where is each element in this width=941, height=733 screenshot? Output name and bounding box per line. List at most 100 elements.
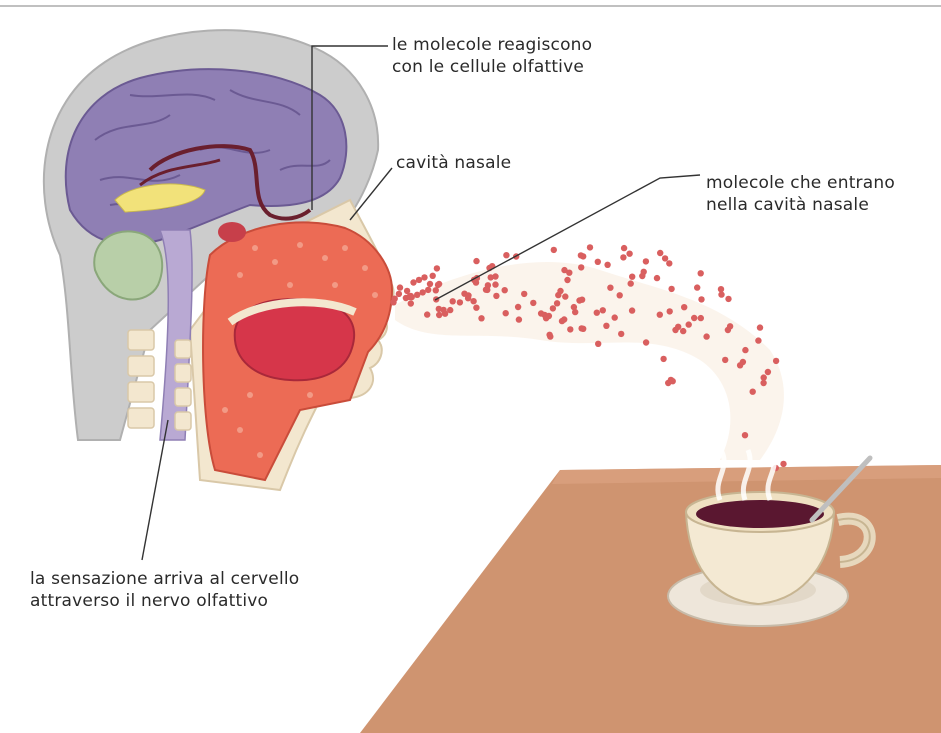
odor-molecule-dot [470, 298, 476, 304]
table-illustration [360, 465, 941, 733]
odor-molecule-dot [607, 285, 613, 291]
odor-molecule-dot [757, 324, 763, 330]
odor-molecule-dot [668, 286, 674, 292]
odor-molecule-dot [667, 308, 673, 314]
odor-molecule-dot [562, 293, 568, 299]
odor-molecule-dot [718, 291, 724, 297]
odor-molecule-dot [396, 291, 402, 297]
odor-molecule-dot [722, 357, 728, 363]
leader-line-sensazione [142, 420, 168, 560]
odor-molecule-dot [629, 307, 635, 313]
label-molecole-reagiscono-line1: le molecole reagiscono [392, 34, 592, 56]
odor-molecule-dot [755, 337, 761, 343]
odor-molecule-dot [492, 281, 498, 287]
odor-molecule-dot [503, 252, 509, 258]
odor-molecule-dot [473, 258, 479, 264]
odor-molecule-dot [703, 333, 709, 339]
odor-molecule-dot [617, 292, 623, 298]
odor-molecule-dot [566, 270, 572, 276]
odor-molecule-dot [594, 310, 600, 316]
odor-molecule-dot [546, 313, 552, 319]
odor-molecule-dot [478, 315, 484, 321]
odor-molecule-dot [654, 275, 660, 281]
odor-molecule-dot [408, 300, 414, 306]
odor-molecule-dot [628, 280, 634, 286]
odor-molecule-dot [530, 300, 536, 306]
odor-molecule-dot [643, 258, 649, 264]
label-molecole-reagiscono-line2: con le cellule olfattive [392, 56, 592, 78]
label-molecole-entrano: molecole che entrano nella cavità nasale [706, 172, 895, 216]
odor-molecule-dot [765, 369, 771, 375]
odor-molecule-dot [561, 316, 567, 322]
odor-molecule-dot [780, 461, 786, 467]
odor-molecule-dot [421, 274, 427, 280]
odor-molecule-dot [567, 326, 573, 332]
odor-molecule-dot [434, 265, 440, 271]
odor-molecule-dot [424, 311, 430, 317]
odor-molecule-dot [587, 244, 593, 250]
odor-molecule-dot [546, 332, 552, 338]
odor-molecule-dot [691, 315, 697, 321]
odor-molecule-dot [502, 287, 508, 293]
label-molecole-reagiscono: le molecole reagiscono con le cellule ol… [392, 34, 592, 78]
odor-molecule-dot [404, 288, 410, 294]
label-sensazione: la sensazione arriva al cervello attrave… [30, 568, 299, 612]
odor-molecule-dot [725, 296, 731, 302]
odor-molecule-dot [578, 252, 584, 258]
odor-molecule-dot [680, 328, 686, 334]
odor-molecule-dot [579, 297, 585, 303]
odor-molecule-dot [538, 310, 544, 316]
label-sensazione-line1: la sensazione arriva al cervello [30, 568, 299, 590]
odor-molecule-dot [392, 296, 398, 302]
odor-molecule-dot [629, 274, 635, 280]
odor-molecule-dot [436, 312, 442, 318]
label-molecole-entrano-line2: nella cavità nasale [706, 194, 895, 216]
odor-molecule-dot [580, 326, 586, 332]
odor-molecule-dot [657, 250, 663, 256]
odor-molecule-dot [550, 305, 556, 311]
odor-molecule-dot [621, 245, 627, 251]
odor-molecule-dot [666, 260, 672, 266]
odor-molecule-dot [662, 255, 668, 261]
odor-molecule-dot [465, 292, 471, 298]
odor-molecule-dot [414, 292, 420, 298]
odor-molecule-dot [742, 347, 748, 353]
odor-molecule-dot [440, 307, 446, 313]
odor-molecule-dot [571, 304, 577, 310]
odor-molecule-dot [595, 341, 601, 347]
odor-molecule-dot [612, 314, 618, 320]
odor-molecule-dot [420, 289, 426, 295]
odor-molecule-dot [430, 273, 436, 279]
odor-molecule-dot [657, 312, 663, 318]
odor-molecule-dot [578, 264, 584, 270]
odor-molecule-dot [410, 279, 416, 285]
odor-molecule-dot [750, 389, 756, 395]
odor-molecule-dot [698, 270, 704, 276]
odor-molecule-dot [600, 307, 606, 313]
odor-molecule-dot [427, 281, 433, 287]
odor-molecule-dot [515, 304, 521, 310]
odor-molecule-dot [564, 277, 570, 283]
odor-molecule-dot [425, 287, 431, 293]
odor-molecule-dot [740, 359, 746, 365]
label-molecole-entrano-line1: molecole che entrano [706, 172, 895, 194]
odor-molecule-dot [698, 315, 704, 321]
odor-molecule-dot [698, 296, 704, 302]
odor-molecule-dot [433, 287, 439, 293]
odor-molecule-dot [485, 282, 491, 288]
odor-molecule-dot [493, 293, 499, 299]
odor-molecule-dot [595, 259, 601, 265]
odor-molecule-dot [620, 254, 626, 260]
odor-molecule-dot [551, 247, 557, 253]
odor-molecule-dot [742, 432, 748, 438]
odor-molecule-dot [681, 304, 687, 310]
odor-molecule-dot [416, 277, 422, 283]
odor-molecule-dot [618, 331, 624, 337]
odor-molecule-dot [643, 339, 649, 345]
odor-molecule-dot [407, 294, 413, 300]
odor-molecule-dot [686, 321, 692, 327]
odor-molecule-dot [725, 327, 731, 333]
odor-molecule-dot [473, 279, 479, 285]
